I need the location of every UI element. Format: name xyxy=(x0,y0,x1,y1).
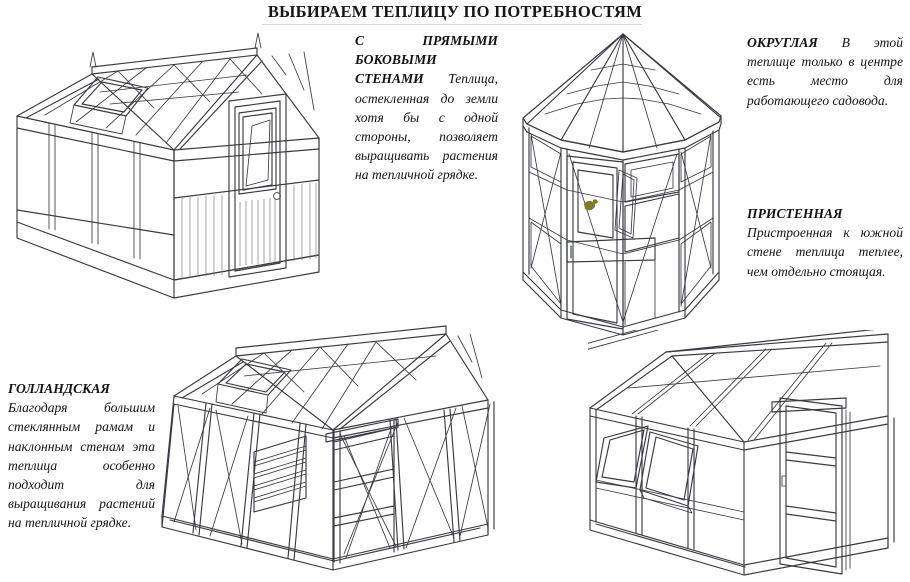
caption-lean-to-lead: ПРИСТЕННАЯ xyxy=(747,206,843,221)
caption-round: ОКРУГЛАЯ В этой теплице только в центре … xyxy=(747,33,903,110)
figure-straight-walls-greenhouse xyxy=(14,30,344,330)
caption-round-body: В этой теплице только в центре есть мест… xyxy=(747,35,903,108)
caption-round-lead: ОКРУГЛАЯ xyxy=(747,35,842,50)
caption-straight-walls-lead: С ПРЯМЫМИ БОКОВЫМИ СТЕНАМИ xyxy=(355,33,498,87)
title-divider xyxy=(262,24,642,25)
figure-dutch-greenhouse xyxy=(158,322,498,582)
caption-dutch-body: Благодаря большим стеклянным рамам и нак… xyxy=(8,400,155,531)
plant-smudge xyxy=(584,199,598,211)
caption-lean-to-body: Пристроенная к южной стене теплица тепле… xyxy=(747,225,903,279)
page-title: ВЫБИРАЕМ ТЕПЛИЦУ ПО ПОТРЕБНОСТЯМ xyxy=(267,2,643,21)
caption-straight-walls: С ПРЯМЫМИ БОКОВЫМИ СТЕНАМИ Теплица, осте… xyxy=(355,31,498,185)
caption-lean-to: ПРИСТЕННАЯ Пристроенная к южной стене те… xyxy=(747,204,903,281)
caption-dutch: ГОЛЛАНДСКАЯ Благодаря большим стеклянным… xyxy=(8,379,155,533)
figure-round-greenhouse xyxy=(505,22,740,342)
caption-straight-walls-body: Теплица, остекленная до земли хотя бы с … xyxy=(355,71,498,183)
figure-lean-to-greenhouse xyxy=(588,330,906,582)
caption-dutch-lead: ГОЛЛАНДСКАЯ xyxy=(8,381,110,396)
